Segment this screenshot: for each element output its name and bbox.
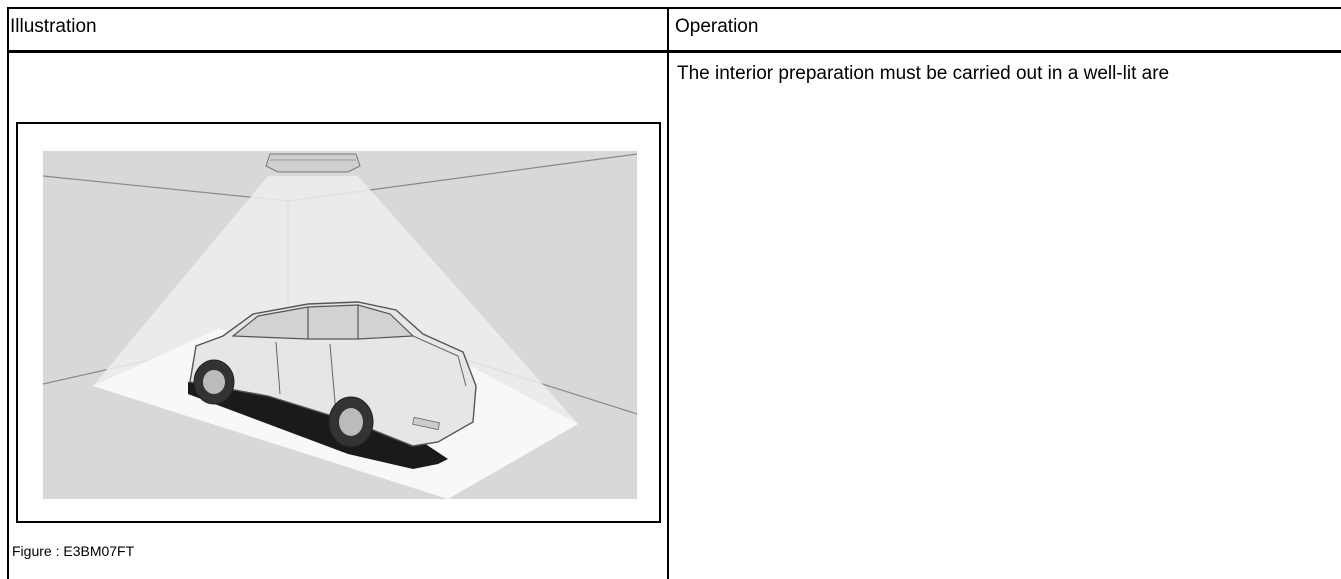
column-divider <box>667 7 669 579</box>
table-left-border <box>7 7 9 579</box>
ceiling-lamp <box>266 154 360 172</box>
header-operation: Operation <box>675 16 758 38</box>
car-under-ceiling-light-illustration <box>18 124 661 523</box>
header-divider <box>7 50 1341 53</box>
figure-caption: Figure : E3BM07FT <box>12 543 134 559</box>
figure-frame <box>16 122 661 523</box>
header-illustration: Illustration <box>10 16 97 38</box>
operation-text: The interior preparation must be carried… <box>677 63 1341 85</box>
table-top-border <box>7 7 1341 9</box>
